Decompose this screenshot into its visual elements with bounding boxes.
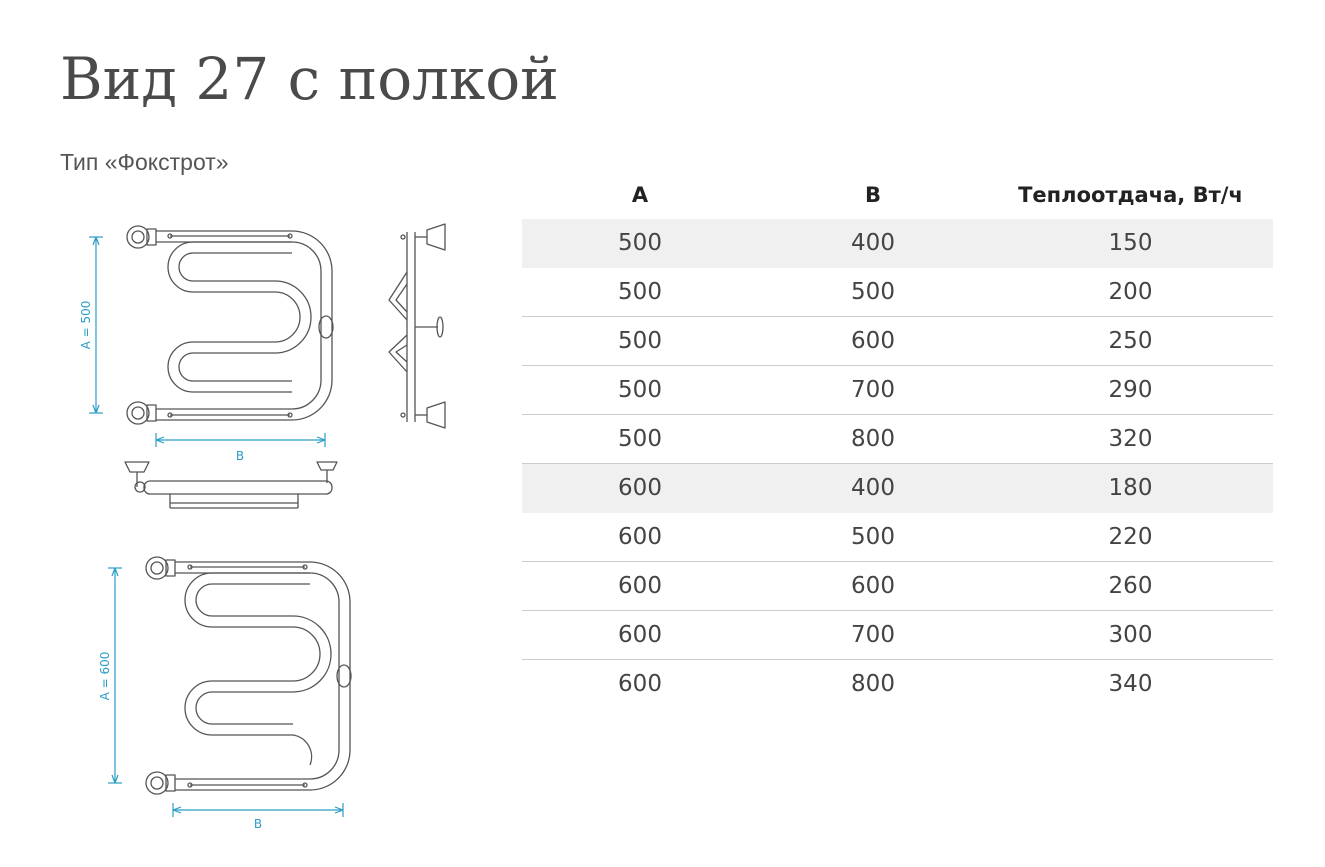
cell-heat-output: 300 (1108, 622, 1153, 648)
cell-a: 500 (618, 328, 662, 354)
cell-b: 800 (851, 426, 895, 452)
cell-a: 600 (618, 573, 662, 599)
cell-heat-output: 320 (1108, 426, 1153, 452)
cell-a: 500 (618, 377, 662, 403)
upper-height-dimension (89, 236, 103, 414)
upper-rail-front-view (124, 225, 338, 509)
cell-heat-output: 260 (1108, 573, 1153, 599)
table-row: 500 600 250 (522, 317, 1273, 366)
cell-b: 700 (851, 377, 895, 403)
table-row: 500 500 200 (522, 268, 1273, 317)
specs-table: A B Теплоотдача, Вт/ч 500 400 150 500 500 200… (522, 170, 1273, 708)
cell-heat-output: 290 (1108, 377, 1153, 403)
table-row: 600 600 260 (522, 562, 1273, 611)
towel-rail-drawing: A = 500 B A = 600 B (79, 223, 446, 831)
table-row: 500 400 150 (522, 219, 1273, 268)
page-title: Вид 27 с полкой (60, 45, 559, 113)
rail-side-view (388, 223, 446, 429)
cell-a: 500 (618, 279, 662, 305)
specs-table-body: 500 400 150 500 500 200 500 600 250 500 700 290 500 8… (522, 219, 1273, 708)
cell-a: 600 (618, 524, 662, 550)
table-row: 500 700 290 (522, 366, 1273, 415)
cell-heat-output: 220 (1108, 524, 1153, 550)
lower-rail-front-view (145, 556, 352, 795)
cell-a: 600 (618, 622, 662, 648)
cell-b: 600 (851, 328, 895, 354)
cell-a: 600 (618, 475, 662, 501)
lower-height-dimension (108, 567, 122, 784)
cell-b: 800 (851, 671, 895, 697)
cell-heat-output: 150 (1108, 230, 1153, 256)
lower-height-label: A = 600 (98, 652, 112, 701)
cell-b: 400 (851, 475, 895, 501)
cell-a: 500 (618, 426, 662, 452)
header-a: A (631, 182, 649, 207)
table-row: 500 800 320 (522, 415, 1273, 464)
header-b: B (864, 182, 881, 207)
cell-heat-output: 180 (1108, 475, 1153, 501)
cell-b: 700 (851, 622, 895, 648)
cell-heat-output: 200 (1108, 279, 1153, 305)
cell-b: 500 (851, 524, 895, 550)
upper-width-dimension (155, 433, 326, 447)
cell-heat-output: 340 (1108, 671, 1153, 697)
table-row: 600 400 180 (522, 464, 1273, 513)
header-heat-output: Теплоотдача, Вт/ч (1018, 182, 1243, 207)
upper-height-label: A = 500 (79, 301, 93, 350)
lower-width-label: B (254, 817, 262, 831)
specs-table-header: A B Теплоотдача, Вт/ч (522, 170, 1273, 219)
cell-a: 600 (618, 671, 662, 697)
page-subtitle: Тип «Фокстрот» (60, 149, 229, 175)
cell-b: 400 (851, 230, 895, 256)
upper-width-label: B (236, 449, 244, 463)
table-row: 600 700 300 (522, 611, 1273, 660)
cell-b: 500 (851, 279, 895, 305)
cell-a: 500 (618, 230, 662, 256)
lower-width-dimension (172, 803, 344, 817)
table-row: 600 800 340 (522, 660, 1273, 708)
cell-heat-output: 250 (1108, 328, 1153, 354)
table-row: 600 500 220 (522, 513, 1273, 562)
cell-b: 600 (851, 573, 895, 599)
